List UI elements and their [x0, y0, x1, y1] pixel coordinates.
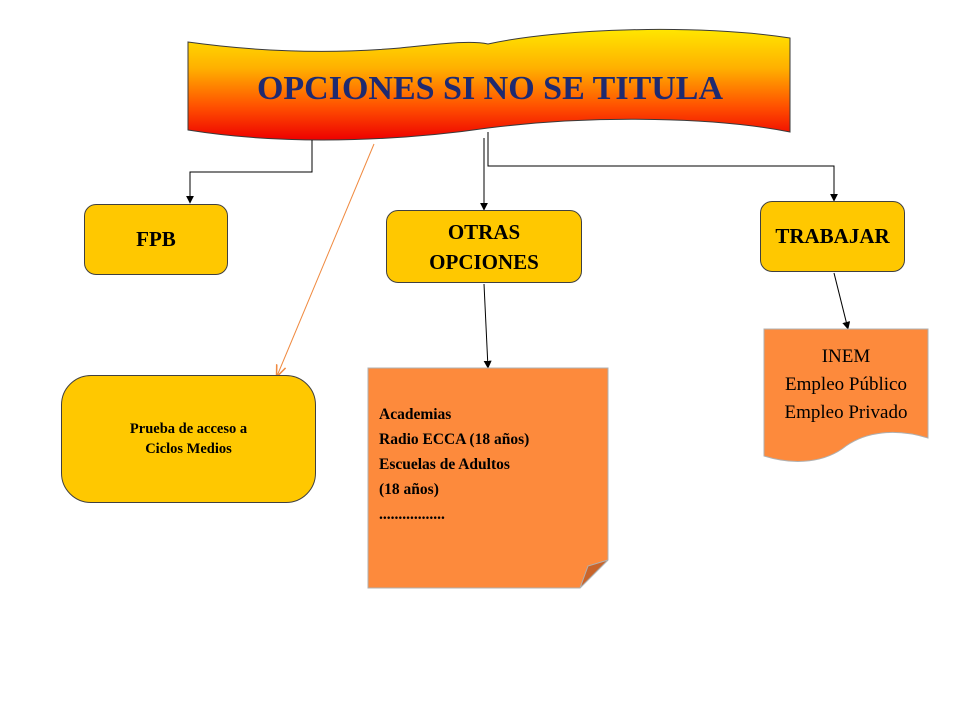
otras-list-item: (18 años) [379, 481, 439, 498]
otras-list-item: Radio ECCA (18 años) [379, 431, 530, 448]
otras-opciones-list: Academias Radio ECCA (18 años) Escuelas … [379, 402, 601, 527]
otras-list-item: ................. [379, 506, 445, 523]
node-prueba-line-2: Ciclos Medios [145, 441, 232, 457]
title-banner [187, 28, 791, 141]
otras-list-item: Academias [379, 406, 452, 423]
node-trabajar-label: TRABAJAR [775, 224, 890, 248]
trabajar-list-item: INEM [821, 346, 871, 367]
otras-list-item: Escuelas de Adultos [379, 456, 510, 473]
trabajar-list: INEM Empleo Público Empleo Privado [764, 343, 928, 427]
trabajar-list-item: Empleo Público [785, 374, 907, 395]
trabajar-list-item: Empleo Privado [784, 402, 908, 423]
connector-title-to-trabajar [487, 132, 838, 202]
connector-title-to-fpb [186, 140, 313, 204]
node-fpb-label: FPB [136, 227, 176, 251]
note-fold [579, 559, 609, 589]
connector-trabajar-to-document [833, 272, 851, 330]
page-title: OPCIONES SI NO SE TITULA [256, 70, 724, 107]
node-otras-line-2: OPCIONES [429, 249, 539, 274]
node-otras-opciones: OTRAS OPCIONES [386, 210, 582, 283]
node-otras-line-1: OTRAS [447, 219, 521, 244]
node-prueba-line-1: Prueba de acceso a [129, 421, 248, 437]
node-fpb: FPB [84, 204, 228, 275]
connector-title-to-prueba [277, 143, 375, 376]
trabajar-document [763, 328, 929, 462]
connector-otras-to-note [483, 283, 492, 369]
node-prueba-acceso: Prueba de acceso a Ciclos Medios [61, 375, 316, 503]
node-trabajar: TRABAJAR [760, 201, 905, 272]
